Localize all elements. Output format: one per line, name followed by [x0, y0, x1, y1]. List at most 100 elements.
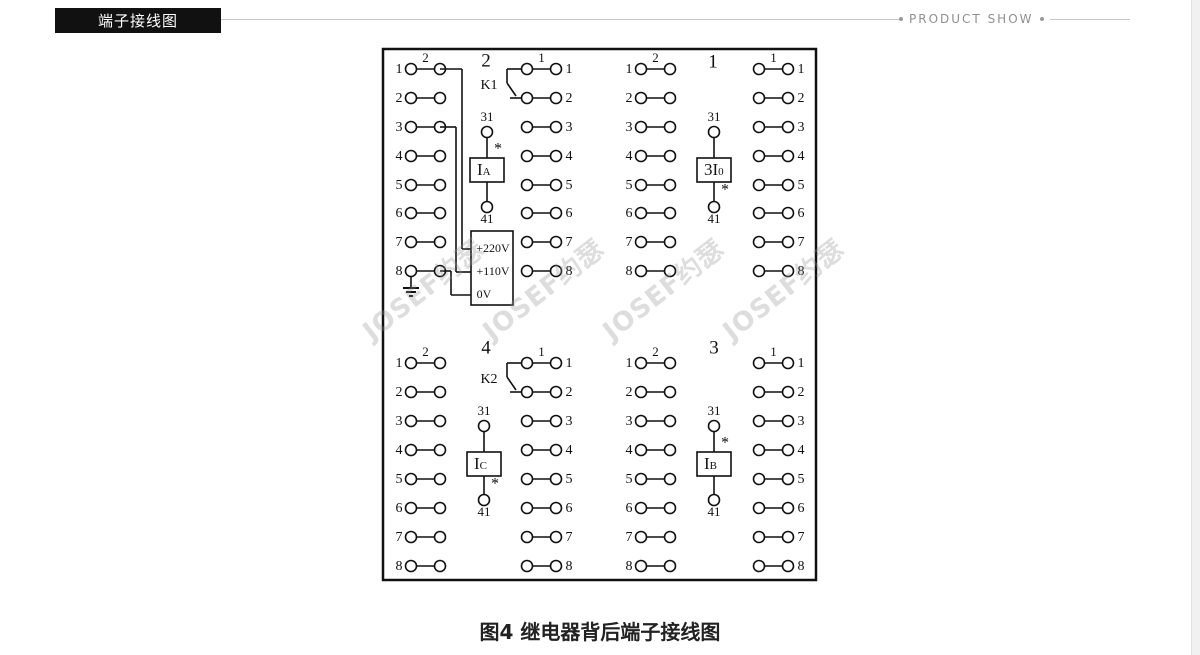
terminal-node [404, 62, 418, 76]
terminal-node [781, 559, 795, 573]
terminal-node [634, 264, 648, 278]
terminal-node [663, 149, 677, 163]
terminal-node [520, 559, 534, 573]
terminal-node [549, 501, 563, 515]
terminal-node [781, 356, 795, 370]
terminal-number: 1 [396, 62, 403, 77]
terminal-number: 1 [626, 62, 633, 77]
terminal-number: 6 [798, 206, 805, 221]
terminal-node [752, 443, 766, 457]
header-divider-right [1049, 18, 1130, 20]
coil-terminal-label: 41 [708, 504, 721, 519]
terminal-node [549, 385, 563, 399]
power-label: 0V [477, 287, 492, 301]
terminal-node [404, 149, 418, 163]
terminal-node [404, 91, 418, 105]
terminal-number: 2 [566, 91, 573, 106]
scrollbar[interactable] [1191, 0, 1200, 655]
terminal-node [752, 472, 766, 486]
terminal-number: 1 [566, 62, 573, 77]
terminal-node [520, 206, 534, 220]
terminal-node [404, 356, 418, 370]
coil-terminal [707, 125, 721, 139]
terminal-node [520, 385, 534, 399]
terminal-number: 8 [798, 264, 805, 279]
terminal-node [404, 235, 418, 249]
terminal-node [634, 62, 648, 76]
terminal-node [634, 178, 648, 192]
terminal-node [781, 414, 795, 428]
coil-terminal-label: 31 [708, 109, 721, 124]
terminal-node [520, 501, 534, 515]
terminal-number: 8 [566, 559, 573, 574]
terminal-node [663, 443, 677, 457]
wire-group [403, 68, 783, 567]
terminal-node [404, 414, 418, 428]
terminal-node [520, 91, 534, 105]
terminal-node [549, 149, 563, 163]
terminal-node [433, 149, 447, 163]
terminal-node [634, 443, 648, 457]
terminal-node [549, 414, 563, 428]
terminal-node [752, 356, 766, 370]
terminal-top-label: 1 [538, 50, 545, 65]
terminal-node [752, 414, 766, 428]
terminal-node [404, 501, 418, 515]
terminal-node [663, 62, 677, 76]
terminal-node [433, 356, 447, 370]
terminal-number: 2 [396, 91, 403, 106]
terminal-number: 2 [798, 91, 805, 106]
terminal-node [404, 472, 418, 486]
terminal-number: 4 [396, 149, 403, 164]
terminal-node [433, 206, 447, 220]
product-show-text: PRODUCT SHOW [909, 12, 1034, 26]
terminal-node [752, 91, 766, 105]
product-show-label: PRODUCT SHOW [899, 10, 1154, 28]
terminal-number: 7 [798, 235, 805, 250]
terminal-number: 6 [798, 501, 805, 516]
power-label: +110V [477, 264, 510, 278]
coil-terminal [480, 125, 494, 139]
power-supply-box [470, 230, 514, 306]
terminal-number: 1 [626, 356, 633, 371]
terminal-node [663, 235, 677, 249]
terminal-node [433, 385, 447, 399]
terminal-number: 7 [566, 235, 573, 250]
relay-contact [506, 82, 517, 97]
terminal-number: 8 [626, 559, 633, 574]
terminal-node [781, 206, 795, 220]
terminal-node [663, 559, 677, 573]
coil-terminal-label: 41 [708, 211, 721, 226]
terminal-node [781, 62, 795, 76]
coil-label-sub: B [710, 460, 717, 472]
terminal-number: 6 [396, 206, 403, 221]
figure-caption: 图4 继电器背后端子接线图 [479, 620, 721, 644]
coil-terminal-label: 41 [478, 504, 491, 519]
terminal-node [549, 235, 563, 249]
terminal-number: 8 [626, 264, 633, 279]
coil-box [696, 157, 732, 183]
terminal-top-label: 1 [538, 344, 545, 359]
terminal-node [433, 443, 447, 457]
terminal-number: 3 [798, 120, 805, 135]
terminal-number: 4 [798, 443, 805, 458]
section-tag: 端子接线图 [55, 8, 221, 33]
terminal-number: 5 [396, 472, 403, 487]
terminal-top-label: 1 [770, 344, 777, 359]
relay-back-panel [381, 47, 818, 582]
terminal-node [549, 178, 563, 192]
terminal-number: 8 [396, 559, 403, 574]
terminal-number: 5 [566, 472, 573, 487]
coil-terminal-label: 41 [481, 211, 494, 226]
terminal-node [634, 91, 648, 105]
terminal-number: 3 [626, 120, 633, 135]
terminal-number: 4 [626, 443, 633, 458]
terminal-node [663, 472, 677, 486]
terminal-number: 3 [566, 414, 573, 429]
terminal-node [781, 120, 795, 134]
terminal-number: 6 [396, 501, 403, 516]
terminal-node [634, 414, 648, 428]
terminal-top-label: 2 [652, 344, 659, 359]
polarity-star: * [491, 476, 499, 493]
terminal-node [634, 472, 648, 486]
